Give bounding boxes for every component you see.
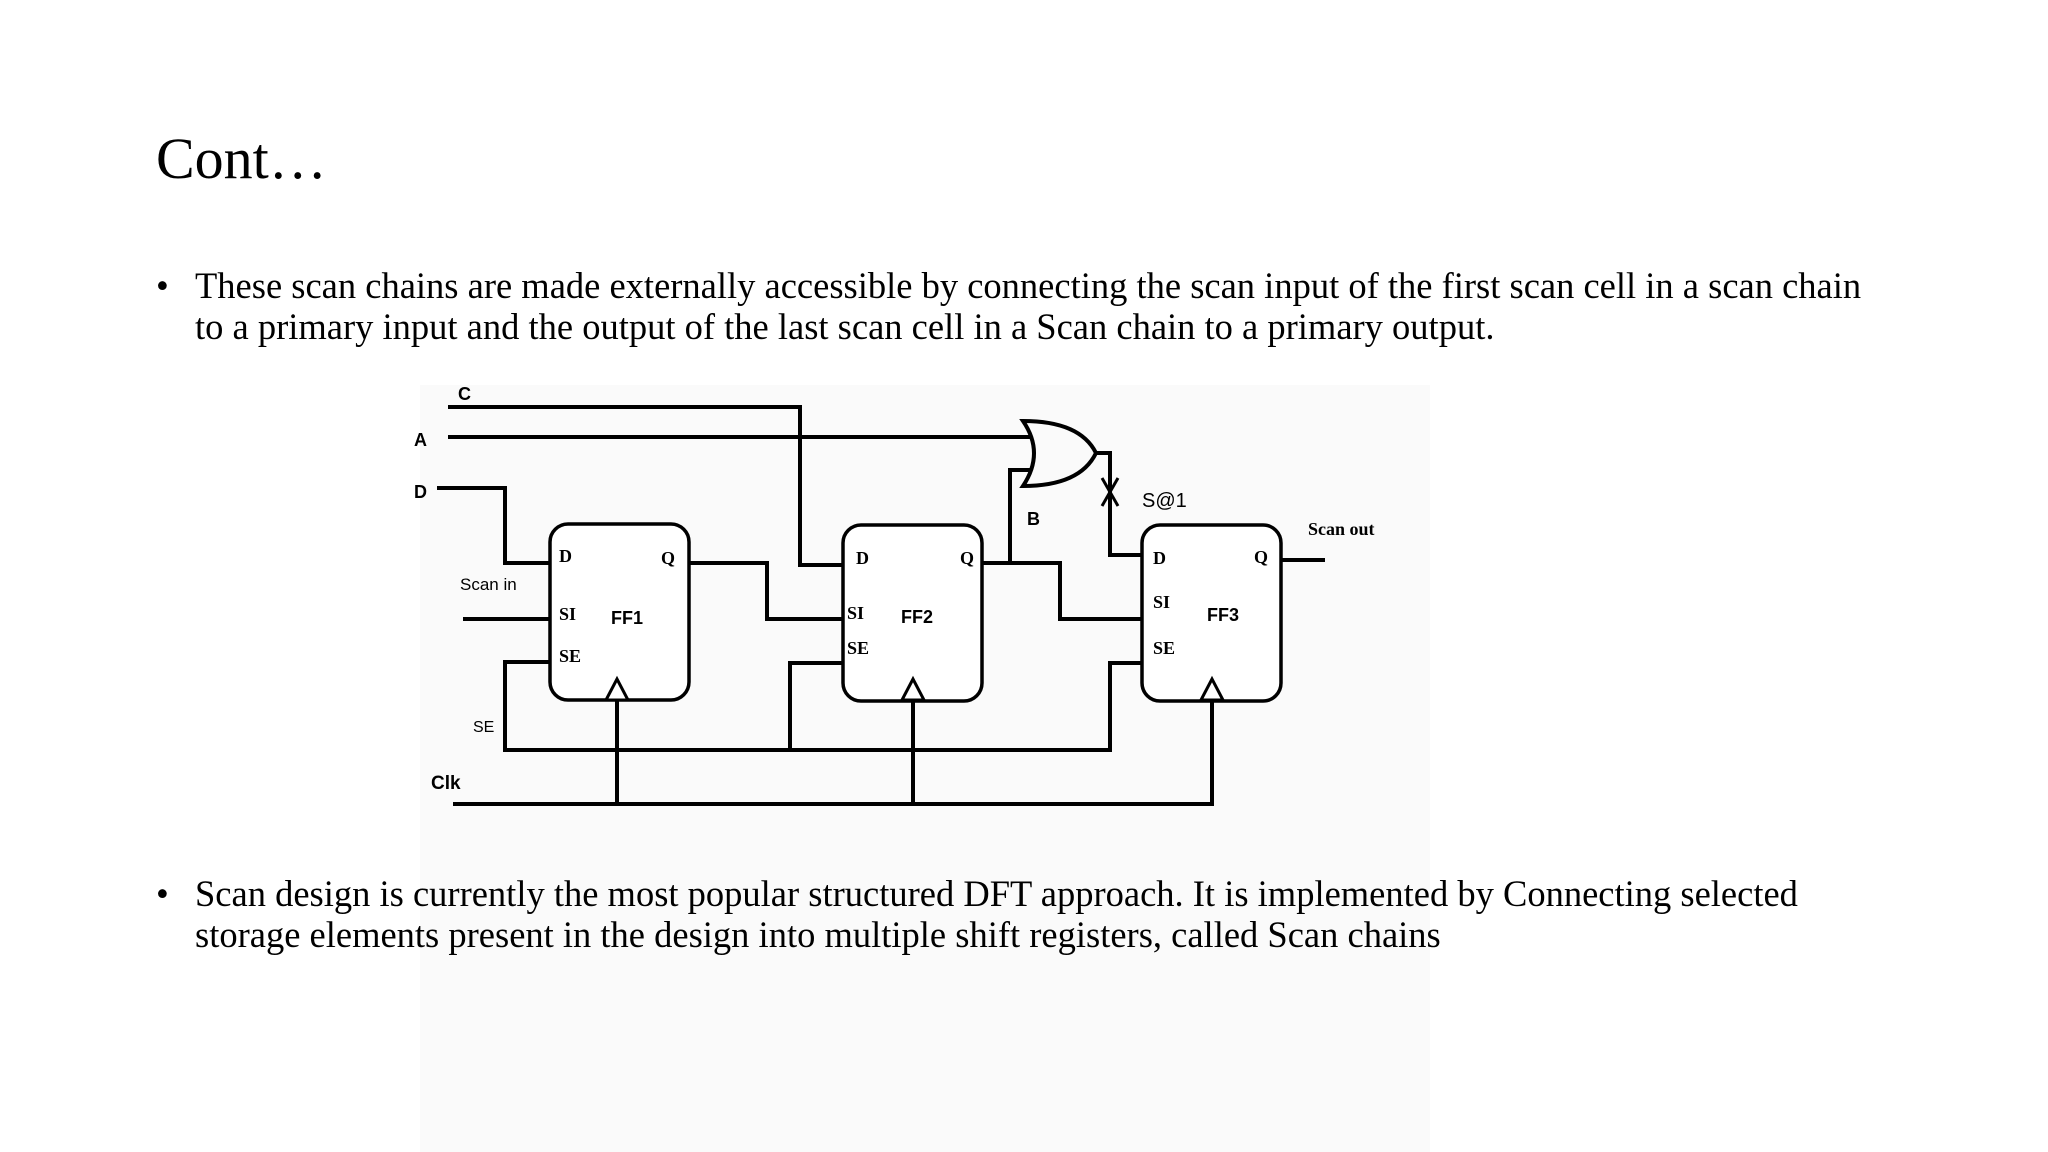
- wire-se: [503, 660, 1142, 752]
- bullet-marker: •: [156, 265, 169, 306]
- ff2-pin-d: D: [856, 548, 869, 568]
- wire-se-ff2: [788, 661, 843, 750]
- label-c: C: [458, 384, 471, 404]
- label-clk: Clk: [431, 773, 461, 794]
- or-gate: [1019, 418, 1099, 489]
- ff3-pin-q: Q: [1254, 547, 1268, 567]
- wire-ff2-q: [982, 561, 1142, 621]
- wire-d: [437, 486, 550, 565]
- ff3-pin-si: SI: [1153, 592, 1170, 612]
- ff2-pin-se: SE: [847, 638, 869, 658]
- ff2-name: FF2: [901, 607, 933, 627]
- fault-mark-icon: [1100, 477, 1120, 507]
- bullet-item: • These scan chains are made externally …: [156, 265, 1896, 347]
- bullet-text: These scan chains are made externally ac…: [195, 265, 1862, 347]
- wire-clk: [453, 680, 1214, 806]
- wires: [437, 405, 1325, 806]
- wire-or-out: [1094, 451, 1142, 557]
- diagram-background: [420, 385, 1430, 1152]
- fault-label: S@1: [1142, 490, 1187, 512]
- ff1-clock-icon: [603, 675, 631, 702]
- ff2-clock-icon: [899, 675, 927, 702]
- ff1-pin-se: SE: [559, 646, 581, 666]
- ff3-name: FF3: [1207, 605, 1239, 625]
- wire-b: [1008, 468, 1030, 563]
- ff3-pin-d: D: [1153, 548, 1166, 568]
- label-b: B: [1027, 509, 1040, 529]
- ff1-pin-si: SI: [559, 604, 576, 624]
- ff3-pin-se: SE: [1153, 638, 1175, 658]
- label-d: D: [414, 482, 427, 502]
- wire-ff1-q: [689, 561, 843, 621]
- bullet-item: • Scan design is currently the most popu…: [156, 873, 1896, 955]
- label-a: A: [414, 430, 427, 450]
- bullet-text: Scan design is currently the most popula…: [195, 873, 1798, 955]
- label-se: SE: [473, 719, 494, 736]
- ff3-clock-icon: [1198, 675, 1226, 702]
- ff1-pin-q: Q: [661, 548, 675, 568]
- label-scan-out: Scan out: [1308, 519, 1375, 539]
- ff1-pin-d: D: [559, 546, 572, 566]
- ff1-name: FF1: [611, 608, 643, 628]
- slide-title: Cont…: [156, 126, 327, 191]
- bullet-marker: •: [156, 873, 169, 914]
- label-scan-in: Scan in: [460, 575, 517, 594]
- ff2-pin-si: SI: [847, 603, 864, 623]
- ff2-pin-q: Q: [960, 548, 974, 568]
- wire-c: [448, 405, 843, 567]
